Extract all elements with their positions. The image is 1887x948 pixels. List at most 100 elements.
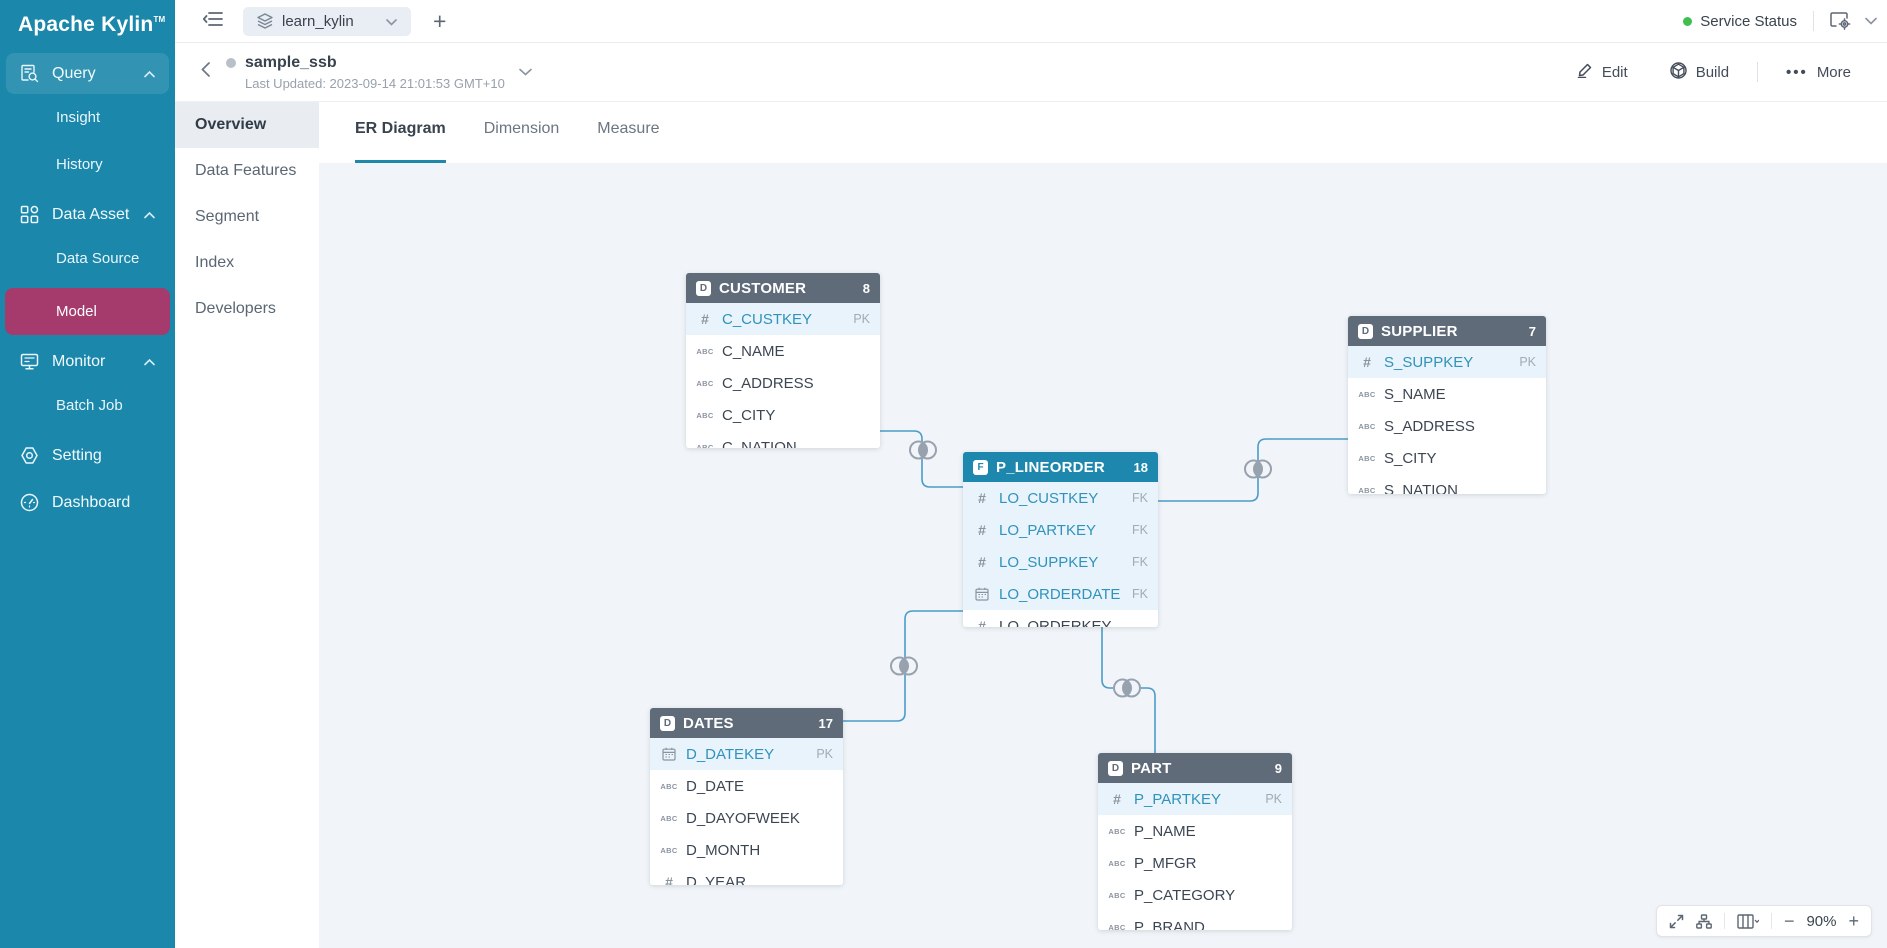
- foreign-key-tag: FK: [1132, 555, 1148, 569]
- date-type-icon: [660, 747, 678, 761]
- zoom-in-button[interactable]: +: [1848, 911, 1859, 931]
- integer-type-icon: #: [978, 554, 986, 570]
- sidebar-group-label: Setting: [52, 446, 102, 464]
- dimension-table-icon: D: [1108, 760, 1123, 776]
- varchar-type-icon: ABC: [696, 346, 714, 356]
- tab-measure[interactable]: Measure: [597, 120, 660, 137]
- menu-item-developers[interactable]: Developers: [195, 300, 276, 317]
- build-button[interactable]: Build: [1660, 56, 1739, 89]
- fact-table-icon: F: [973, 459, 988, 475]
- zoom-out-button[interactable]: −: [1783, 911, 1795, 931]
- model-title-block[interactable]: sample_ssb Last Updated: 2023-09-14 21:0…: [226, 54, 505, 91]
- model-tabs: ER Diagram Dimension Measure: [319, 102, 1887, 163]
- menu-item-overview[interactable]: Overview: [175, 102, 319, 148]
- menu-fold-icon[interactable]: [202, 11, 223, 32]
- menu-item-data-features[interactable]: Data Features: [195, 162, 297, 179]
- dashboard-icon: [20, 493, 39, 512]
- sidebar-group-dashboard[interactable]: Dashboard: [6, 482, 169, 523]
- tab-er-diagram[interactable]: ER Diagram: [355, 120, 446, 163]
- column-name: C_CUSTKEY: [722, 310, 813, 328]
- menu-item-segment[interactable]: Segment: [195, 208, 260, 225]
- more-button[interactable]: ••• More: [1776, 58, 1861, 87]
- column-display-icon[interactable]: [1737, 913, 1759, 929]
- project-tab[interactable]: learn_kylin: [243, 6, 411, 36]
- varchar-type-icon: ABC: [1108, 890, 1126, 900]
- primary-key-tag: PK: [853, 312, 870, 326]
- er-column-row[interactable]: ABC S_NAME: [1348, 378, 1546, 410]
- sidebar-group-monitor[interactable]: Monitor: [6, 341, 169, 382]
- primary-key-tag: PK: [1519, 355, 1536, 369]
- primary-key-tag: PK: [816, 747, 833, 761]
- varchar-type-icon: ABC: [1358, 389, 1376, 399]
- service-status[interactable]: Service Status: [1683, 13, 1797, 30]
- sidebar-group-setting[interactable]: Setting: [6, 435, 169, 476]
- sidebar-group-query[interactable]: Query: [6, 53, 169, 94]
- varchar-type-icon: ABC: [1108, 858, 1126, 868]
- fullscreen-icon[interactable]: [1669, 914, 1684, 929]
- join-line-part-lineorder: [1101, 627, 1156, 753]
- sidebar-group-data-asset[interactable]: Data Asset: [6, 194, 169, 235]
- diagram-toolbar: − 90% +: [1655, 905, 1872, 937]
- sidebar-item-data-source[interactable]: Data Source: [56, 250, 140, 267]
- dimension-table-icon: D: [1358, 323, 1373, 339]
- menu-item-index[interactable]: Index: [195, 254, 235, 271]
- join-line-customer-lineorder: [880, 430, 963, 488]
- add-project-tab-button[interactable]: +: [433, 7, 447, 34]
- chevron-down-icon[interactable]: [519, 63, 532, 81]
- column-name: D_DAYOFWEEK: [686, 809, 800, 827]
- column-name: S_NAME: [1384, 385, 1446, 403]
- varchar-type-icon: ABC: [1108, 922, 1126, 931]
- auto-layout-icon[interactable]: [1696, 913, 1712, 929]
- model-title: sample_ssb: [245, 53, 337, 71]
- sidebar-item-model[interactable]: Model: [5, 288, 170, 335]
- back-button[interactable]: [201, 62, 210, 82]
- er-table-column-count: 8: [862, 280, 870, 296]
- chevron-down-icon[interactable]: [1865, 12, 1877, 30]
- sidebar-item-batch-job[interactable]: Batch Job: [56, 397, 123, 414]
- sidebar-item-history[interactable]: History: [56, 156, 103, 173]
- er-column-row[interactable]: #LO_ORDERKEY: [963, 610, 1158, 627]
- edit-button[interactable]: Edit: [1567, 56, 1638, 88]
- setting-icon: [20, 446, 39, 465]
- er-column-row[interactable]: #D_YEAR: [650, 866, 843, 885]
- sidebar-item-insight[interactable]: Insight: [56, 109, 101, 126]
- varchar-type-icon: ABC: [660, 845, 678, 855]
- admin-console-icon[interactable]: [1830, 12, 1851, 30]
- tab-dimension[interactable]: Dimension: [483, 120, 560, 137]
